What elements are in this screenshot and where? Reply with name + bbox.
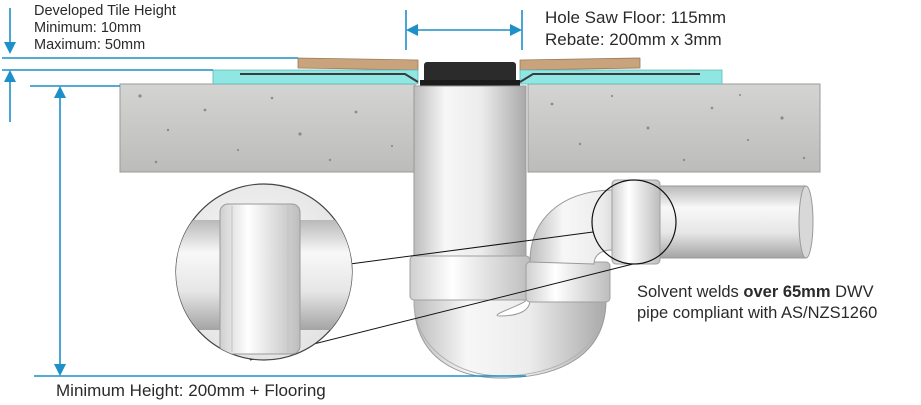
hole-saw-label: Hole Saw Floor: 115mm Rebate: 200mm x 3m… [545, 7, 726, 51]
outlet-pipe [611, 179, 814, 265]
tile-layer [297, 57, 641, 71]
p-trap [409, 189, 651, 379]
solvent-weld-prefix: Solvent welds [637, 283, 744, 301]
solvent-weld-line-1: Solvent welds over 65mm DWV [637, 283, 877, 302]
hole-saw-dimension [405, 10, 523, 50]
concrete-slab [119, 83, 821, 173]
solvent-weld-suffix: DWV [830, 283, 874, 301]
tile-height-title: Developed Tile Height [34, 3, 176, 19]
drain-body [420, 62, 520, 86]
solvent-weld-emphasis: over 65mm [743, 283, 831, 301]
hole-saw-line-1: Hole Saw Floor: 115mm [545, 8, 727, 27]
solvent-weld-line-2: pipe compliant with AS/NZS1260 [637, 303, 878, 322]
hole-saw-line-2: Rebate: 200mm x 3mm [545, 29, 722, 49]
tile-height-dimension [2, 8, 298, 122]
waterproofing-membrane [212, 69, 723, 85]
solvent-weld-label: Solvent welds over 65mm DWV pipe complia… [637, 283, 878, 323]
min-height-dimension [30, 85, 526, 377]
joint-highlight-circle [591, 179, 677, 265]
tile-height-maximum: Maximum: 50mm [34, 37, 146, 53]
vertical-pipe [413, 85, 527, 263]
minimum-height-label: Minimum Height: 200mm + Flooring [56, 381, 326, 400]
tile-height-minimum: Minimum: 10mm [34, 20, 142, 36]
zoom-callout [175, 183, 634, 361]
